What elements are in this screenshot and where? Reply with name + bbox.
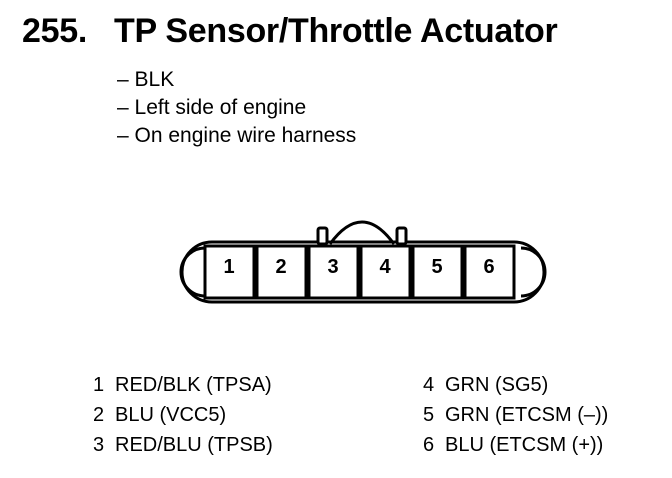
diagram-number: 255. [22,12,87,50]
pinout-left: 1 RED/BLK (TPSA) 2 BLU (VCC5) 3 RED/BLU (TP… [93,370,273,460]
cavity-6 [463,244,516,300]
pin-number-3: 3 [327,256,339,278]
pin-number-2: 2 [275,256,287,278]
pinout-pin: 3 [93,434,105,456]
pinout-desc: GRN (ETCSM (–)) [445,404,609,426]
terminal-cavities [203,244,516,300]
diagram-title: TP Sensor/Throttle Actuator [114,12,558,50]
pinout-row: 1 RED/BLK (TPSA) [93,370,273,400]
pin-number-1: 1 [223,256,235,278]
pinout-row: 5 GRN (ETCSM (–)) [423,400,608,430]
pinout-desc: BLU (ETCSM (+)) [445,434,604,456]
cavity-5 [411,244,464,300]
pinout-pin: 4 [423,374,435,396]
cavity-4 [359,244,412,300]
pinout-desc: RED/BLK (TPSA) [115,374,272,396]
page-title: 255. TP Sensor/Throttle Actuator [22,12,558,51]
lock-arch [328,220,396,245]
pinout-row: 6 BLU (ETCSM (+)) [423,430,608,460]
pinout-desc: RED/BLU (TPSB) [115,434,273,456]
pin-number-6: 6 [483,256,495,278]
note-location: – Left side of engine [117,96,307,119]
pinout-row: 2 BLU (VCC5) [93,400,273,430]
pinout-pin: 1 [93,374,105,396]
lock-tab-left [316,226,329,246]
pinout-pin: 6 [423,434,435,456]
note-color: – BLK [117,68,175,91]
pinout-right: 4 GRN (SG5) 5 GRN (ETCSM (–)) 6 BLU (ETCSM … [423,370,608,460]
pin-number-5: 5 [431,256,443,278]
pinout-row: 3 RED/BLU (TPSB) [93,430,273,460]
pinout-desc: BLU (VCC5) [115,404,227,426]
connector-left-ring [179,246,206,298]
cavity-1 [203,244,256,300]
pinout-pin: 2 [93,404,105,426]
cavity-2 [255,244,308,300]
connector-right-ring [520,246,547,298]
connector-notes: – BLK – Left side of engine – On engine … [117,66,356,150]
cavity-3 [307,244,360,300]
pin-number-4: 4 [379,256,391,278]
lock-tab-right [395,226,408,246]
pinout-desc: GRN (SG5) [445,374,549,396]
note-harness: – On engine wire harness [117,124,357,147]
pinout-row: 4 GRN (SG5) [423,370,608,400]
pinout-pin: 5 [423,404,435,426]
